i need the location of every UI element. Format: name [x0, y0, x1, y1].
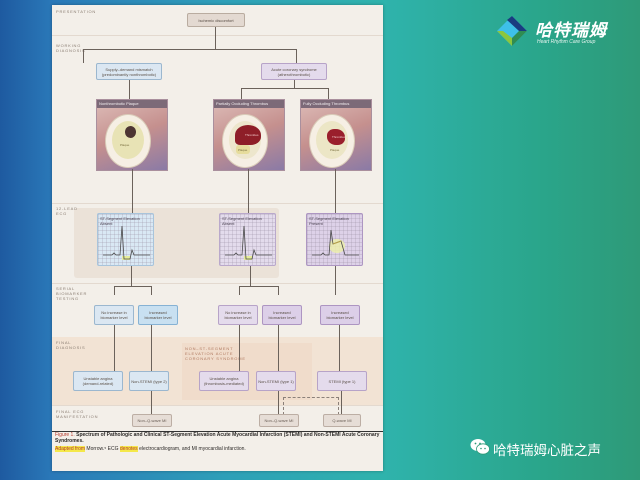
connector	[114, 286, 115, 295]
band-final-ecg	[52, 405, 383, 432]
nste-acs-label: NON–ST-SEGMENT ELEVATION ACUTE CORONARY …	[185, 346, 246, 361]
biomarker-increased-3: Increased biomarker level	[320, 305, 360, 325]
connector	[296, 49, 297, 63]
caption-rest: electrocardiogram, and MI myocardial inf…	[137, 446, 246, 452]
connector	[241, 88, 329, 89]
connector	[151, 325, 152, 371]
section-final-ecg: FINAL ECG MANIFESTATION	[56, 409, 99, 419]
connector	[250, 266, 251, 286]
final-ecg-q-wave: Q-wave MI	[323, 414, 361, 427]
plaque-label: Plaque	[238, 148, 248, 152]
connector	[339, 325, 340, 371]
connector	[278, 325, 279, 371]
biomarker-increased-2: Increased biomarker level	[262, 305, 302, 325]
section-ecg: 12-LEAD ECG	[56, 206, 78, 216]
connector	[341, 391, 342, 414]
connector	[83, 49, 297, 50]
ecg-title: ST-Segment Elevation Absent	[222, 216, 262, 226]
connector	[151, 286, 152, 295]
figure-title: Spectrum of Pathologic and Clinical ST-S…	[55, 432, 380, 444]
ischemic-discomfort-box: Ischemic discomfort	[187, 13, 245, 27]
ecg-panel-absent-2: ST-Segment Elevation Absent	[219, 213, 276, 266]
biomarker-increased-1: Increased biomarker level	[138, 305, 178, 325]
connector	[132, 169, 133, 213]
final-ecg-non-q-wave-2: Non–Q-wave MI	[259, 414, 299, 427]
biomarker-no-increase-2: No increase in biomarker level	[218, 305, 258, 325]
vessel-nonthrombotic-plaque: Nonthrombotic Plaque Plaque	[96, 99, 168, 171]
connector	[278, 286, 279, 295]
caption-divider	[52, 431, 383, 432]
connector	[215, 27, 216, 49]
dx-unstable-angina-demand: Unstable angina (demand-related)	[73, 371, 123, 391]
vessel-partially-occluding: Partially Occluding Thrombus Thrombus Pl…	[213, 99, 285, 171]
ecg-panel-present: ST-Segment Elevation Present	[306, 213, 363, 266]
wechat-watermark: 哈特瑞姆心脏之声	[470, 436, 640, 462]
section-presentation: PRESENTATION	[56, 9, 97, 14]
biomarker-no-increase-1: No increase in biomarker level	[94, 305, 134, 325]
connector	[294, 80, 295, 88]
ecg-title: ST-Segment Elevation Present	[309, 216, 349, 226]
figure-caption: Figure 1. Spectrum of Pathologic and Cli…	[55, 432, 380, 452]
connector	[239, 286, 279, 287]
section-final-diagnosis: FINAL DIAGNOSIS	[56, 340, 86, 350]
connector	[239, 286, 240, 295]
connector	[335, 266, 336, 295]
band-biomarker	[52, 283, 383, 338]
thrombus-label: Thrombus	[332, 135, 346, 139]
thrombus-label: Thrombus	[245, 133, 259, 137]
acute-coronary-syndrome-box: Acute coronary syndrome (atherothromboti…	[261, 63, 327, 80]
vessel-title: Nonthrombotic Plaque	[97, 100, 167, 108]
brand-logo: 哈特瑞姆 Heart Rhythm Care Group	[497, 12, 637, 52]
connector	[328, 88, 329, 99]
connector	[114, 325, 115, 371]
connector	[335, 169, 336, 213]
connector	[241, 88, 242, 99]
band-ecg	[52, 203, 383, 284]
adapted-from-highlight: Adapted from	[55, 446, 86, 452]
medical-figure: PRESENTATION WORKING DIAGNOSIS 12-LEAD E…	[52, 5, 383, 471]
wechat-account-name: 哈特瑞姆心脏之声	[493, 443, 601, 459]
plaque-label: Plaque	[330, 148, 340, 152]
dashed-connector	[283, 397, 339, 415]
caption-source: Morrow.⁵ ECG	[85, 446, 120, 452]
plaque-label: Plaque	[120, 143, 130, 147]
connector	[239, 325, 240, 371]
logo-title: 哈特瑞姆	[535, 21, 607, 41]
ecg-title: ST-Segment Elevation Absent	[100, 216, 140, 226]
supply-demand-box: Supply–demand mismatch (predominantly no…	[96, 63, 162, 80]
wechat-icon	[470, 439, 490, 455]
dx-nstemi-type2: Non-STEMI (type 2)	[129, 371, 169, 391]
diamond-logo-icon	[497, 16, 527, 46]
band-working-diagnosis	[52, 35, 383, 204]
dx-stemi-type1: STEMI (type 1)	[317, 371, 367, 391]
figure-label: Figure 1.	[55, 432, 75, 438]
logo-subtitle: Heart Rhythm Care Group	[537, 39, 596, 45]
connector	[131, 266, 132, 286]
connector	[248, 169, 249, 213]
ecg-panel-absent-1: ST-Segment Elevation Absent	[97, 213, 154, 266]
connector	[129, 80, 130, 99]
dx-unstable-angina-thrombosis: Unstable angina (thrombosis-mediated)	[199, 371, 249, 391]
connector	[278, 391, 279, 414]
vessel-fully-occluding: Fully Occluding Thrombus Thrombus Plaque	[300, 99, 372, 171]
connector	[151, 391, 152, 414]
final-ecg-non-q-wave-1: Non–Q-wave MI	[132, 414, 172, 427]
section-biomarker: SERIAL BIOMARKER TESTING	[56, 286, 88, 301]
vessel-title: Fully Occluding Thrombus	[301, 100, 371, 108]
section-working-diagnosis: WORKING DIAGNOSIS	[56, 43, 86, 53]
denotes-highlight: denotes	[119, 446, 138, 452]
dx-nstemi-type1: Non-STEMI (type 1)	[256, 371, 296, 391]
vessel-title: Partially Occluding Thrombus	[214, 100, 284, 108]
connector	[83, 49, 84, 63]
connector	[114, 286, 152, 287]
